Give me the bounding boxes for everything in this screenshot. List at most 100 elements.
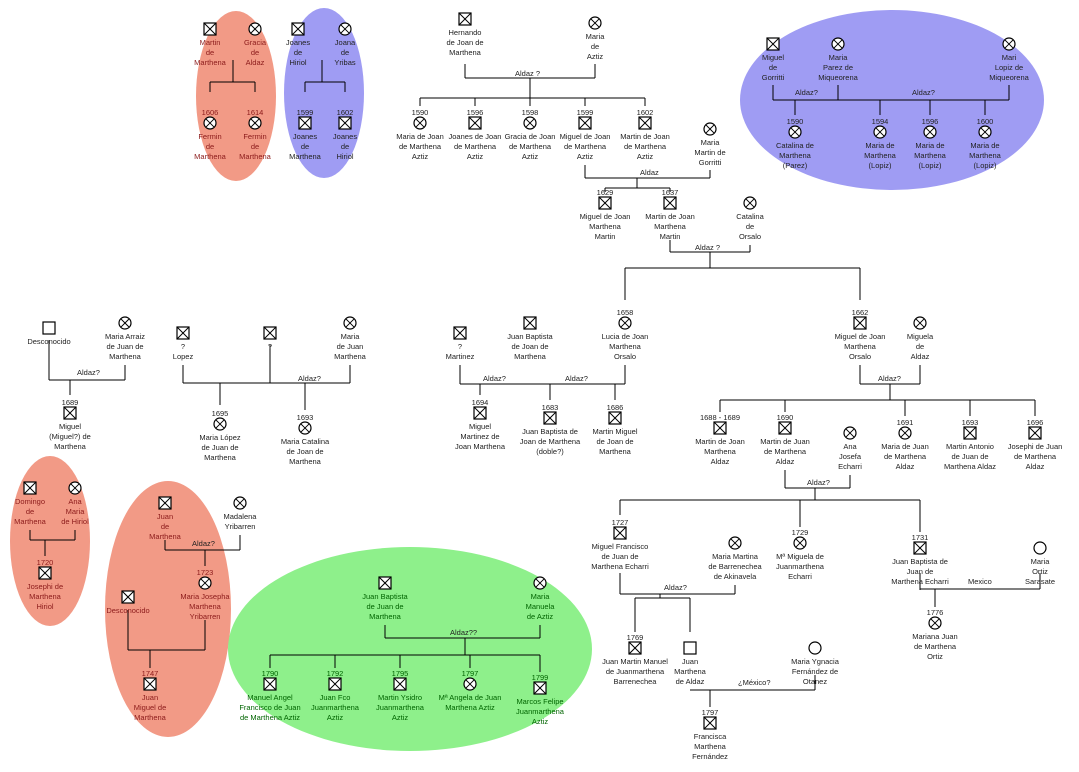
person-name-line: (Parez)	[783, 161, 808, 170]
person-name-line: Miguel	[762, 53, 784, 62]
person-name-line: Juan Baptista de	[892, 557, 948, 566]
person-name-line: Miguel de Joan	[560, 132, 611, 141]
square-cross-icon	[291, 22, 305, 36]
square-cross-icon	[913, 541, 927, 555]
person-name-line: Marthena	[29, 592, 62, 601]
person-name-line: (Miguel?) de	[49, 432, 91, 441]
person-name-line: Maria Martina	[712, 552, 759, 561]
person-name-line: Aztiz	[412, 152, 429, 161]
square-cross-icon	[543, 411, 557, 425]
person-name-line: de Juan de	[201, 443, 238, 452]
person-year: 1600	[977, 117, 994, 126]
person-name-line: Gracia	[244, 38, 267, 47]
person-name-line: de Marthena	[454, 142, 497, 151]
person-name-line: de	[746, 222, 754, 231]
person-year: 1688 - 1689	[700, 413, 740, 422]
person-name-line: Marthena	[14, 517, 47, 526]
circle-cross-icon	[788, 125, 802, 139]
person-name-line: Aztiz	[587, 52, 604, 61]
person-name-line: Juanmarthena	[776, 562, 825, 571]
square-cross-icon	[533, 681, 547, 695]
person-name-line: Miguel de	[134, 703, 167, 712]
square-cross-icon	[663, 196, 677, 210]
circle-cross-icon	[913, 316, 927, 330]
person-name-line: Desconocido	[106, 606, 149, 615]
person-name-line: Yribas	[334, 58, 356, 67]
person-name-line: Yribarren	[190, 612, 221, 621]
square-icon	[683, 641, 697, 655]
person-name-line: Marthena	[449, 48, 482, 57]
person-name-line: Martin	[200, 38, 221, 47]
person-name-line: Fermin	[198, 132, 221, 141]
circle-cross-icon	[793, 536, 807, 550]
square-cross-icon	[121, 590, 135, 604]
person-name-line: Juan Martin Manuel	[602, 657, 668, 666]
person-name-line: Maria	[1031, 557, 1051, 566]
group-highlights	[10, 8, 1044, 751]
circle-cross-icon	[198, 576, 212, 590]
person-year: 1693	[297, 413, 314, 422]
person-year: 1727	[612, 518, 629, 527]
circle-cross-icon	[843, 426, 857, 440]
circle-cross-icon	[873, 125, 887, 139]
person-name-line: de Marthena	[399, 142, 442, 151]
person-name-line: Fermin	[243, 132, 266, 141]
person-name-line: Marthena	[609, 342, 642, 351]
square-cross-icon	[853, 316, 867, 330]
connector-lines	[29, 60, 1041, 707]
circle-cross-icon	[533, 576, 547, 590]
square-cross-icon	[203, 22, 217, 36]
person-name-line: Yribarren	[225, 522, 256, 531]
person-p35: ?Martinez	[446, 326, 475, 361]
person-name-line: Aztiz	[637, 152, 654, 161]
person-name-line: Juan	[682, 657, 698, 666]
person-name-line: Aztiz	[392, 713, 409, 722]
person-name-line: Martin Antonio	[946, 442, 994, 451]
circle-cross-icon	[343, 316, 357, 330]
couple-label-c12: Aldaz??	[450, 628, 477, 637]
person-name-line: Marthena	[914, 151, 947, 160]
person-name-line: Miqueorena	[818, 73, 858, 82]
person-p55: Desconocido	[106, 590, 150, 615]
circle-icon	[808, 641, 822, 655]
person-name-line: Orsalo	[739, 232, 761, 241]
person-name-line: Mª Angela de Juan	[439, 693, 502, 702]
person-name-line: de	[251, 48, 259, 57]
person-name-line: Ana	[843, 442, 857, 451]
person-name-line: Marthena	[204, 453, 237, 462]
person-name-line: Juan Baptista de	[522, 427, 578, 436]
person-name-line: Maria	[66, 507, 86, 516]
person-year: 1720	[37, 558, 54, 567]
person-year: 1689	[62, 398, 79, 407]
person-name-line: Marthena Aldaz	[944, 462, 996, 471]
square-cross-icon	[338, 116, 352, 130]
persons-layer: MartindeMarthenaGraciadeAldaz1606Fermind…	[14, 12, 1062, 761]
person-name-line: Miguela	[907, 332, 934, 341]
person-name-line: Maria López	[199, 433, 241, 442]
person-name-line: Marthena	[969, 151, 1002, 160]
person-p27: Desconocido	[27, 321, 71, 346]
square-cross-icon	[453, 326, 467, 340]
couple-label-c5: Aldaz?	[298, 374, 321, 383]
square-cross-icon	[608, 411, 622, 425]
person-name-line: Martin de Joan	[695, 437, 745, 446]
person-name-line: Martinez	[446, 352, 475, 361]
couple-label-c7: Aldaz?	[565, 374, 588, 383]
person-name-line: de Marthena	[624, 142, 667, 151]
person-year: 1799	[532, 673, 549, 682]
person-year: 1790	[262, 669, 279, 678]
person-name-line: Maria	[341, 332, 361, 341]
